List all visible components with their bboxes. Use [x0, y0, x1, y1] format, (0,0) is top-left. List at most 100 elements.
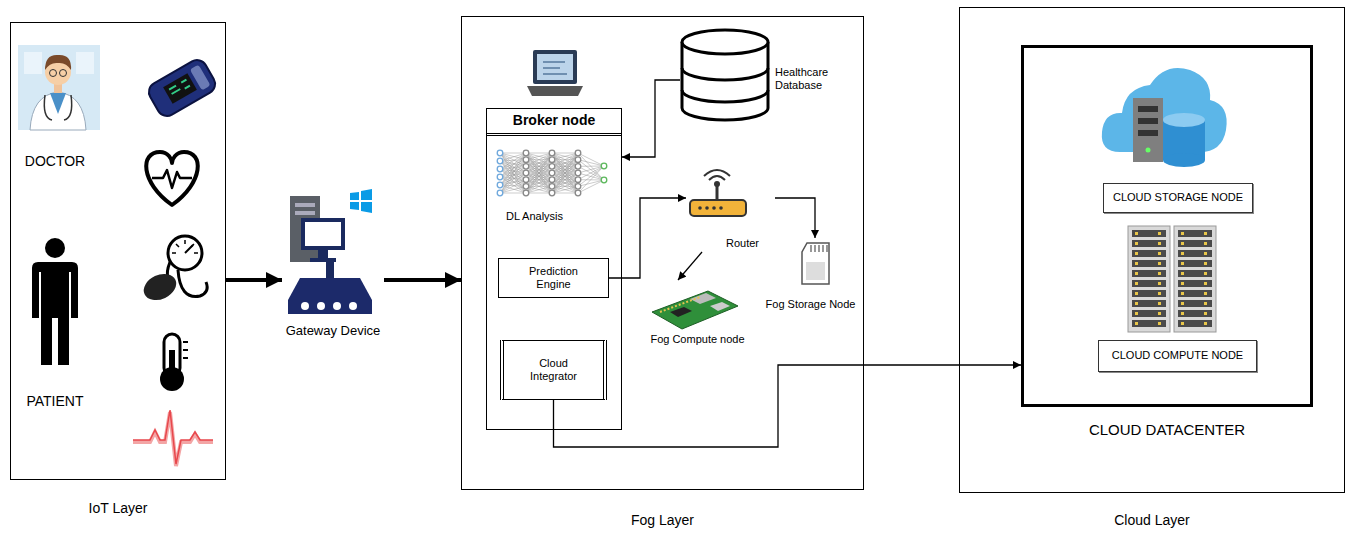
server-racks-icon-part: [1135, 252, 1138, 255]
server-racks-icon-part: [1181, 252, 1184, 255]
neural-network-icon-part: [526, 153, 552, 186]
server-racks-icon-part: [1181, 302, 1184, 305]
server-racks-icon-part: [1178, 290, 1212, 297]
neural-network-icon-part: [552, 160, 578, 193]
fog-storage-card-icon: [802, 243, 829, 284]
server-racks-icon-part: [1178, 270, 1212, 277]
router: Router: [686, 170, 775, 252]
gateway-device-icon-part: [295, 211, 315, 215]
laptop-icon-part: [527, 86, 583, 96]
neural-network-icon-part: [523, 157, 529, 163]
neural-network-icon-part: [500, 180, 526, 193]
blood-pressure-icon: [140, 236, 208, 305]
dl-analysis: DL Analysis: [493, 148, 613, 230]
neural-network-icon-part: [575, 190, 581, 196]
neural-network-icon-part: [552, 153, 578, 186]
neural-network-icon-part: [497, 158, 503, 164]
router-icon-part: [690, 200, 746, 216]
neural-network-icon-part: [549, 150, 555, 156]
server-racks-icon-part: [1132, 270, 1166, 277]
gateway-device: Gateway Device: [282, 185, 384, 345]
fog-storage-card-icon-part: [806, 262, 825, 280]
database-icon: [682, 30, 768, 120]
neural-network-icon: [497, 150, 607, 196]
server-racks-icon-part: [1158, 322, 1161, 325]
neural-network-icon-part: [523, 184, 529, 190]
neural-network-icon-part: [500, 186, 526, 193]
patient-figure: [32, 238, 78, 365]
router-icon-part: [704, 170, 730, 180]
neural-network-icon-part: [552, 193, 578, 194]
box-label: CLOUD STORAGE NODE: [1113, 191, 1243, 204]
gateway-device-icon-part: [301, 218, 345, 250]
patient-figure-part: [45, 238, 65, 258]
blood-pressure-icon-part: [172, 240, 198, 253]
server-racks-icon-part: [1158, 292, 1161, 295]
neural-network-icon-part: [500, 160, 526, 177]
healthcare-database: Healthcare Database: [680, 28, 852, 123]
server-racks-icon-part: [1181, 312, 1184, 315]
fog-storage-card-icon-part: [802, 243, 829, 284]
server-racks-icon-part: [1158, 282, 1161, 285]
neural-network-icon-part: [552, 160, 578, 193]
server-racks-icon-part: [1132, 260, 1166, 267]
router-icon-part: [719, 206, 723, 210]
neural-network-icon-part: [552, 153, 578, 193]
doctor-icon-part: [50, 93, 66, 114]
neural-network-icon-part: [552, 153, 578, 154]
neural-network-icon-part: [526, 180, 552, 193]
neural-network-icon-part: [552, 153, 578, 180]
neural-network-icon-part: [500, 160, 526, 193]
cloud-datacenter-box: CLOUD DATACENTERCLOUD STORAGE NODECLOUD …: [1021, 45, 1313, 407]
node-label: DL Analysis: [506, 210, 563, 223]
neural-network-icon-part: [575, 170, 581, 176]
neural-network-icon-part: [578, 166, 604, 186]
server-racks-icon-part: [1204, 302, 1207, 305]
server-racks-icon-part: [1158, 262, 1161, 265]
cloud-storage-icon-part: [1163, 153, 1205, 167]
neural-network-icon-part: [526, 153, 552, 186]
server-racks-icon-part: [1181, 242, 1184, 245]
neural-network-icon-part: [497, 166, 503, 172]
neural-network-icon-part: [578, 166, 604, 167]
neural-network-icon-part: [601, 163, 607, 169]
node-label: Cloud Layer: [960, 512, 1344, 529]
connector-arrow: [384, 278, 461, 282]
doctor-icon-part: [60, 70, 67, 77]
neural-network-icon-part: [575, 184, 581, 190]
server-racks-icon-part: [1204, 292, 1207, 295]
server-racks-icon-part: [1135, 242, 1138, 245]
gateway-device-icon: [288, 189, 372, 314]
thermometer-icon-part: [169, 350, 175, 376]
server-racks-icon-part: [1135, 282, 1138, 285]
gateway-device-icon-part: [326, 262, 334, 278]
neural-network-icon-part: [526, 166, 552, 193]
blood-pressure-icon-part: [140, 269, 181, 305]
neural-network-icon-part: [526, 173, 552, 193]
ecg-icon: [133, 410, 213, 466]
neural-network-icon-part: [578, 166, 604, 180]
router-icon-part: [705, 206, 709, 210]
blood-pressure-icon-part: [178, 270, 207, 296]
fog-compute-board-icon-part: [710, 302, 730, 311]
gateway-device-icon-part: [310, 258, 336, 262]
neural-network-icon-part: [523, 190, 529, 196]
connector-arrow: [775, 198, 815, 238]
neural-network-icon-part: [549, 164, 555, 170]
neural-network-icon-part: [549, 157, 555, 163]
server-racks-icon-part: [1158, 242, 1161, 245]
cloud-storage-icon-part: [1133, 98, 1163, 162]
node-label: Healthcare Database: [775, 66, 839, 92]
neural-network-icon-part: [575, 164, 581, 170]
node-label: Router: [726, 237, 759, 250]
cloud-storage-icon-part: [1146, 148, 1151, 153]
neural-network-icon-part: [526, 153, 552, 154]
server-racks-icon-part: [1158, 232, 1161, 235]
neural-network-icon-part: [575, 157, 581, 163]
server-racks-icon-part: [1132, 320, 1166, 327]
server-racks-icon-part: [1132, 250, 1166, 257]
neural-network-icon-part: [552, 153, 578, 186]
oximeter-icon: [145, 56, 218, 119]
gateway-device-icon-part: [301, 302, 309, 310]
